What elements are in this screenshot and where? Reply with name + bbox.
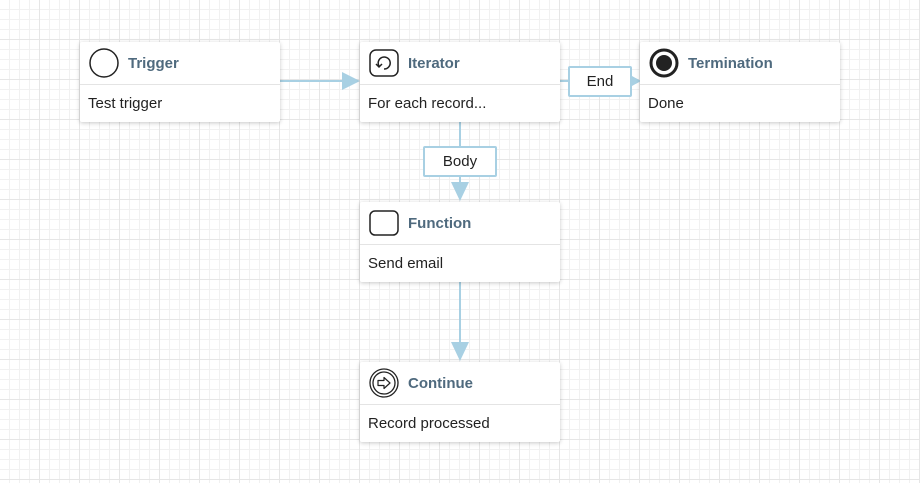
node-function-header: Function bbox=[360, 202, 560, 245]
loop-icon bbox=[368, 47, 400, 79]
node-trigger-body: Test trigger bbox=[88, 95, 163, 112]
node-termination[interactable]: Termination Done bbox=[640, 42, 840, 122]
arrowhead-iterator bbox=[342, 72, 360, 90]
edge-label-body[interactable]: Body bbox=[423, 146, 497, 177]
task-rectangle-icon bbox=[368, 207, 400, 239]
node-continue[interactable]: Continue Record processed bbox=[360, 362, 560, 442]
node-function-body: Send email bbox=[368, 255, 444, 272]
node-iterator-header: Iterator bbox=[360, 42, 560, 85]
node-continue-body: Record processed bbox=[368, 415, 490, 432]
node-iterator-body: For each record... bbox=[368, 95, 487, 112]
node-termination-body: Done bbox=[648, 95, 684, 112]
node-termination-header: Termination bbox=[640, 42, 840, 85]
node-trigger-header: Trigger bbox=[80, 42, 280, 85]
end-event-icon bbox=[648, 47, 680, 79]
node-function[interactable]: Function Send email bbox=[360, 202, 560, 282]
start-event-circle-icon bbox=[88, 47, 120, 79]
node-termination-title: Termination bbox=[688, 54, 773, 72]
node-trigger[interactable]: Trigger Test trigger bbox=[80, 42, 280, 122]
node-trigger-title: Trigger bbox=[128, 54, 179, 72]
arrowhead-continue bbox=[451, 342, 469, 361]
node-continue-header: Continue bbox=[360, 362, 560, 405]
node-continue-title: Continue bbox=[408, 374, 473, 392]
node-function-title: Function bbox=[408, 214, 472, 232]
edge-label-end[interactable]: End bbox=[568, 66, 632, 97]
continue-arrow-icon bbox=[368, 367, 400, 399]
node-iterator-title: Iterator bbox=[408, 54, 460, 72]
arrowhead-termination bbox=[632, 76, 641, 86]
node-iterator[interactable]: Iterator For each record... bbox=[360, 42, 560, 122]
arrowhead-function bbox=[451, 182, 469, 201]
